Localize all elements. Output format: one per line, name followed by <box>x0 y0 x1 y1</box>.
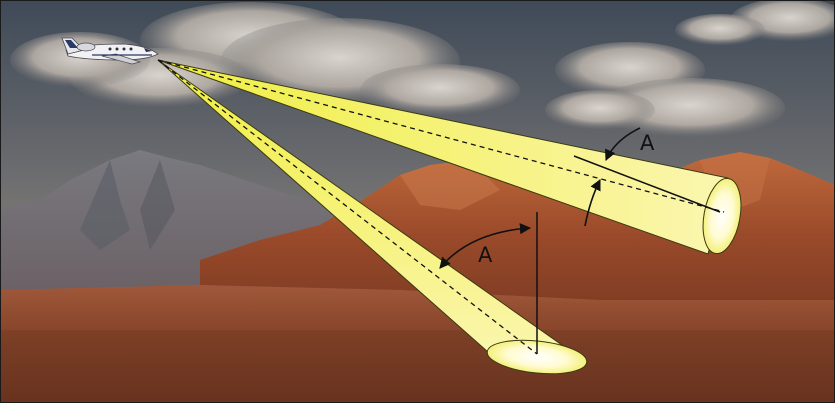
aircraft-icon <box>61 37 159 65</box>
ground <box>0 285 835 403</box>
reference-line-upper <box>573 155 721 213</box>
clouds <box>10 0 835 138</box>
angle-arc-lower <box>439 223 532 269</box>
angle-label-upper: A <box>640 131 655 155</box>
angle-arc-upper <box>584 127 641 227</box>
angle-label-lower: A <box>478 243 493 267</box>
beam-lower <box>157 59 588 375</box>
beam-upper <box>157 59 742 255</box>
beam-upper-centerline <box>157 59 725 213</box>
beam-lower-centerline <box>157 59 538 355</box>
